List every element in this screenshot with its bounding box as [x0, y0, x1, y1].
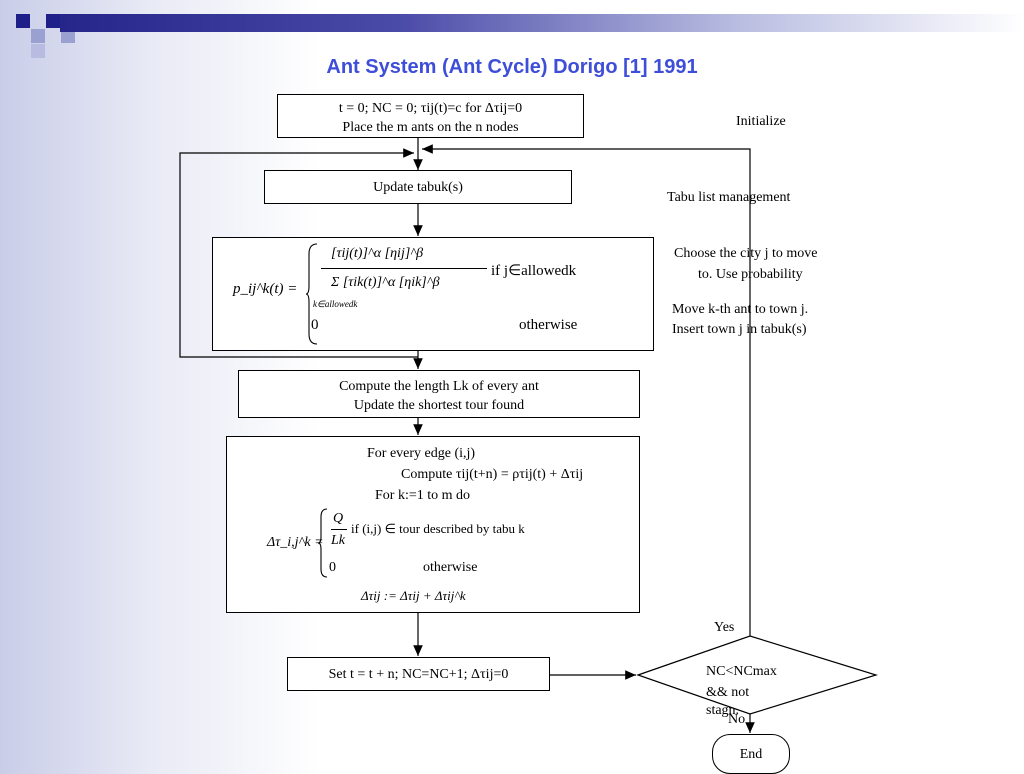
prob-fraction-line: [321, 268, 487, 269]
update-case1-den: Lk: [331, 533, 345, 548]
update-delta-lhs: Δτ_i,j^k =: [267, 535, 324, 550]
corner-square-2: [46, 14, 60, 28]
prob-case2-cond: otherwise: [519, 317, 578, 333]
set-label: Set t = t + n; NC=NC+1; Δτij=0: [328, 667, 509, 682]
tabu-box: Update tabuk(s): [264, 170, 572, 204]
prob-denominator-sub: k∈allowedk: [313, 299, 358, 309]
update-case1-num: Q: [333, 511, 344, 526]
label-move-2: Insert town j in tabuk(s): [672, 322, 807, 337]
update-box: For every edge (i,j) Compute τij(t+n) = …: [226, 436, 640, 613]
prob-denominator: Σ [τik(t)]^α [ηik]^β: [331, 275, 440, 290]
end-terminal: End: [712, 734, 790, 774]
tabu-label: Update tabuk(s): [373, 180, 463, 195]
prob-brace: [305, 243, 318, 345]
label-initialize: Initialize: [736, 114, 786, 129]
update-line-2: Compute τij(t+n) = ρτij(t) + Δτij: [401, 467, 584, 482]
prob-case1-cond: if j∈allowedk: [491, 263, 577, 279]
decision-line-2: && not stagn.: [706, 685, 750, 718]
corner-square-3: [31, 29, 45, 43]
label-choose-1: Choose the city j to move: [674, 246, 818, 261]
corner-square-4: [61, 29, 75, 43]
update-line-1: For every edge (i,j): [367, 446, 476, 461]
probability-box: p_ij^k(t) = [τij(t)]^α [ηij]^β Σ [τik(t)…: [212, 237, 654, 351]
corner-square-5: [31, 44, 45, 58]
compute-line-2: Update the shortest tour found: [353, 398, 525, 413]
init-line-1: t = 0; NC = 0; τij(t)=c for Δτij=0: [338, 101, 523, 116]
label-choose-2: to. Use probability: [698, 267, 803, 282]
update-fraction-line: [331, 529, 347, 530]
label-yes: Yes: [714, 620, 735, 635]
init-box: t = 0; NC = 0; τij(t)=c for Δτij=0 Place…: [277, 94, 584, 138]
label-move-1: Move k-th ant to town j.: [672, 302, 809, 317]
compute-box: Compute the length Lk of every ant Updat…: [238, 370, 640, 418]
prob-case2-val: 0: [311, 317, 319, 333]
prob-lhs: p_ij^k(t) =: [233, 281, 298, 297]
label-tabu-management: Tabu list management: [667, 190, 791, 205]
update-case2-val: 0: [329, 560, 336, 575]
header-band: [60, 14, 1024, 32]
decision-line-1: NC<NCmax: [706, 664, 777, 679]
decision-diamond: [636, 635, 879, 715]
update-case2-cond: otherwise: [423, 560, 478, 575]
update-brace: [317, 508, 328, 578]
init-line-2: Place the m ants on the n nodes: [342, 120, 519, 135]
update-case1-cond: if (i,j) ∈ tour described by tabu k: [351, 521, 525, 536]
update-line-3: For k:=1 to m do: [375, 488, 471, 503]
update-final: Δτij := Δτij + Δτij^k: [361, 588, 466, 603]
corner-square-1: [16, 14, 30, 28]
end-label: End: [739, 747, 763, 762]
slide-title: Ant System (Ant Cycle) Dorigo [1] 1991: [326, 56, 698, 78]
label-no: No: [728, 712, 746, 727]
compute-line-1: Compute the length Lk of every ant: [339, 379, 539, 394]
set-box: Set t = t + n; NC=NC+1; Δτij=0: [287, 657, 550, 691]
prob-numerator: [τij(t)]^α [ηij]^β: [331, 246, 424, 261]
